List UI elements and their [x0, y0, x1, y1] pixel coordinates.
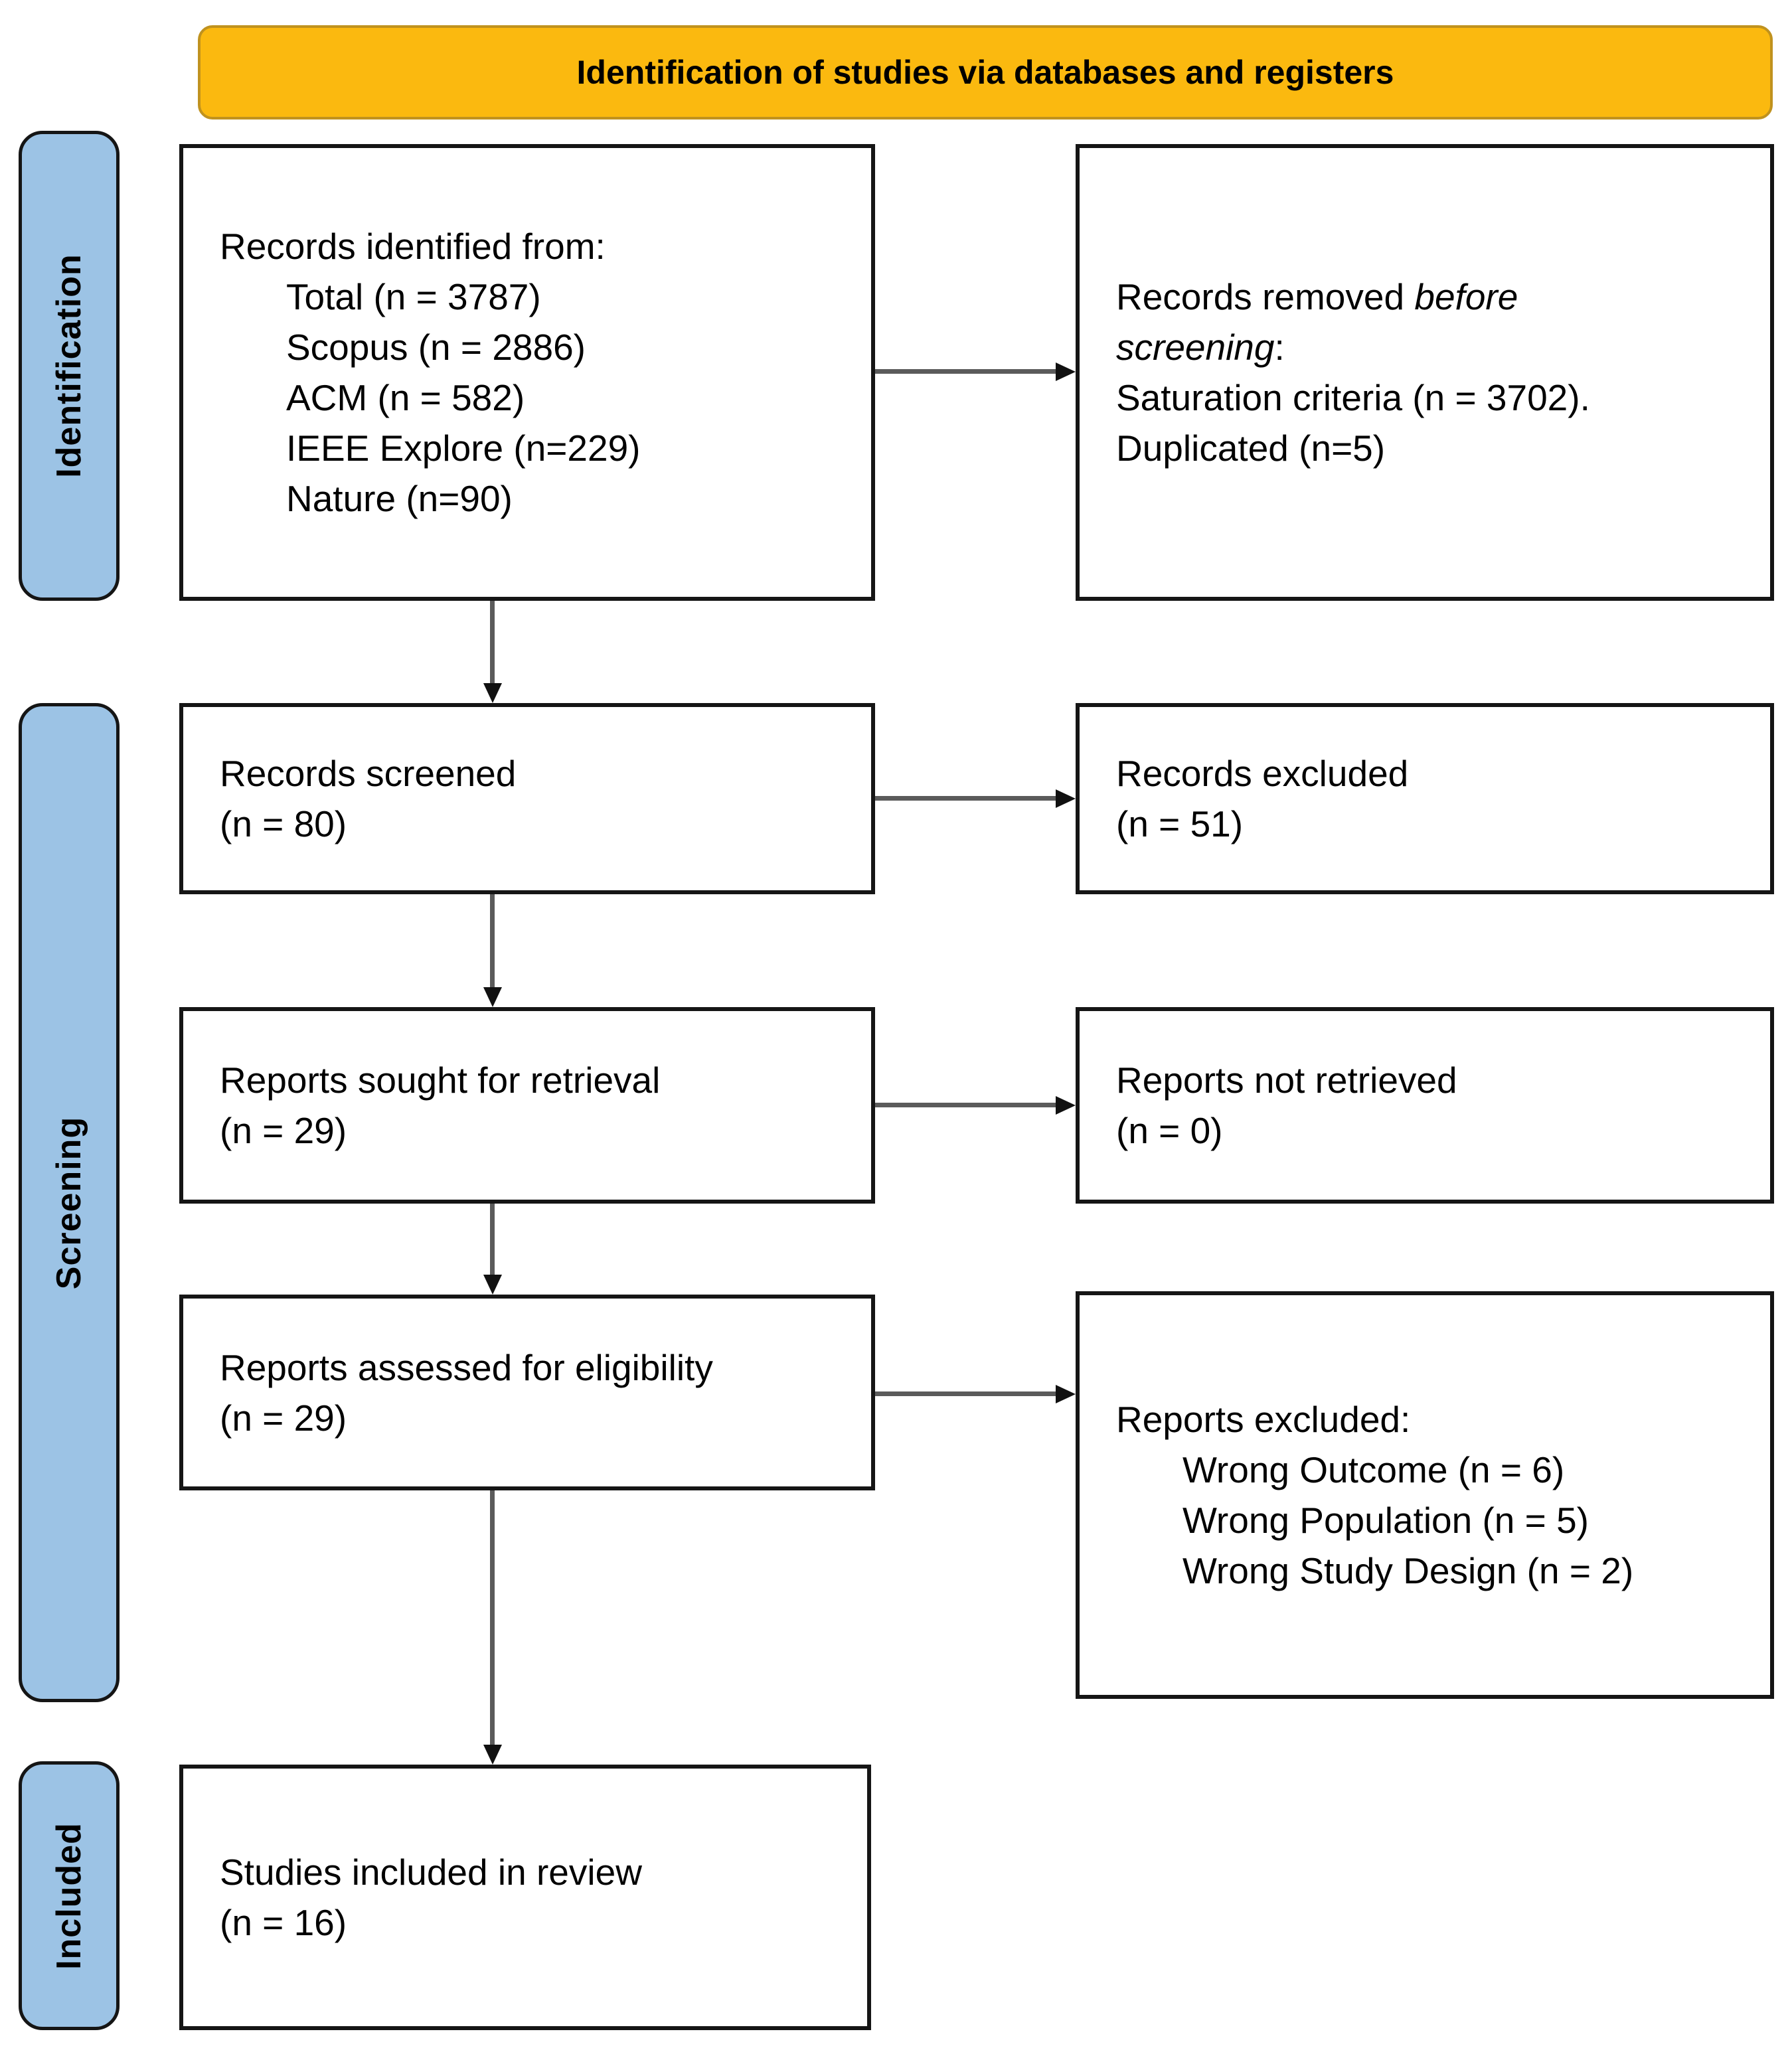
records-removed-line2-italic: screening: [1116, 327, 1275, 368]
box-reports-excluded: Reports excluded: Wrong Outcome (n = 6) …: [1076, 1291, 1774, 1699]
arrow-identified-to-screened-head-icon: [483, 683, 502, 703]
box-reports-not-retrieved: Reports not retrieved (n = 0): [1076, 1007, 1774, 1204]
records-screened-line2: (n = 80): [220, 803, 347, 844]
header-title: Identification of studies via databases …: [576, 54, 1394, 91]
arrow-assessed-to-included-line: [490, 1490, 495, 1746]
box-records-identified: Records identified from: Total (n = 3787…: [179, 144, 875, 601]
arrow-identified-to-screened-line: [490, 601, 495, 686]
records-identified-title: Records identified from:: [220, 226, 606, 267]
arrow-sought-to-assessed-line: [490, 1204, 495, 1276]
records-identified-item-nature: Nature (n=90): [286, 478, 513, 519]
stage-screening-text: Screening: [50, 1116, 89, 1289]
records-removed-line2-normal: :: [1274, 327, 1285, 368]
box-records-excluded: Records excluded (n = 51): [1076, 703, 1774, 894]
arrow-sought-to-notretrieved-head-icon: [1056, 1096, 1076, 1115]
reports-not-retrieved-line1: Reports not retrieved: [1116, 1060, 1457, 1101]
arrow-screened-to-excluded-line: [875, 796, 1058, 801]
reports-excluded-item-outcome: Wrong Outcome (n = 6): [1182, 1449, 1565, 1490]
arrow-assessed-to-excluded-line: [875, 1391, 1058, 1396]
reports-not-retrieved-line2: (n = 0): [1116, 1110, 1223, 1151]
box-records-screened: Records screened (n = 80): [179, 703, 875, 894]
reports-assessed-line2: (n = 29): [220, 1397, 347, 1439]
records-screened-line1: Records screened: [220, 753, 517, 794]
arrow-screened-to-sought-head-icon: [483, 987, 502, 1007]
reports-sought-line1: Reports sought for retrieval: [220, 1060, 661, 1101]
records-identified-item-total: Total (n = 3787): [286, 276, 541, 317]
records-removed-line2: screening:: [1116, 322, 1750, 372]
records-identified-item-ieee: IEEE Explore (n=229): [286, 428, 641, 469]
header-banner: Identification of studies via databases …: [198, 25, 1773, 119]
records-removed-line1-normal: Records removed: [1116, 276, 1415, 317]
records-removed-item-duplicated: Duplicated (n=5): [1116, 428, 1386, 469]
arrow-identified-to-removed-head-icon: [1056, 362, 1076, 381]
studies-included-line1: Studies included in review: [220, 1852, 642, 1893]
records-removed-item-saturation: Saturation criteria (n = 3702).: [1116, 377, 1590, 418]
box-studies-included: Studies included in review (n = 16): [179, 1765, 871, 2030]
stage-label-identification: Identification: [19, 131, 120, 601]
reports-sought-line2: (n = 29): [220, 1110, 347, 1151]
arrow-identified-to-removed-line: [875, 369, 1058, 374]
box-reports-assessed: Reports assessed for eligibility (n = 29…: [179, 1295, 875, 1490]
box-reports-sought: Reports sought for retrieval (n = 29): [179, 1007, 875, 1204]
records-identified-item-scopus: Scopus (n = 2886): [286, 327, 586, 368]
records-excluded-line2: (n = 51): [1116, 803, 1244, 844]
records-identified-item-acm: ACM (n = 582): [286, 377, 525, 418]
reports-excluded-item-design: Wrong Study Design (n = 2): [1182, 1550, 1634, 1591]
records-removed-line1-italic: before: [1414, 276, 1518, 317]
box-records-removed: Records removed before screening: Satura…: [1076, 144, 1774, 601]
stage-included-text: Included: [50, 1822, 89, 1970]
arrow-sought-to-notretrieved-line: [875, 1103, 1058, 1107]
arrow-screened-to-excluded-head-icon: [1056, 789, 1076, 808]
stage-label-screening: Screening: [19, 703, 120, 1702]
arrow-screened-to-sought-line: [490, 894, 495, 989]
reports-excluded-title: Reports excluded:: [1116, 1399, 1411, 1440]
arrow-assessed-to-excluded-head-icon: [1056, 1385, 1076, 1403]
reports-assessed-line1: Reports assessed for eligibility: [220, 1346, 713, 1388]
stage-identification-text: Identification: [50, 254, 88, 478]
reports-excluded-item-population: Wrong Population (n = 5): [1182, 1500, 1589, 1541]
stage-label-included: Included: [19, 1761, 120, 2030]
records-excluded-line1: Records excluded: [1116, 753, 1409, 794]
arrow-assessed-to-included-head-icon: [483, 1745, 502, 1765]
arrow-sought-to-assessed-head-icon: [483, 1275, 502, 1295]
studies-included-line2: (n = 16): [220, 1902, 347, 1943]
records-removed-line1: Records removed before: [1116, 272, 1750, 322]
